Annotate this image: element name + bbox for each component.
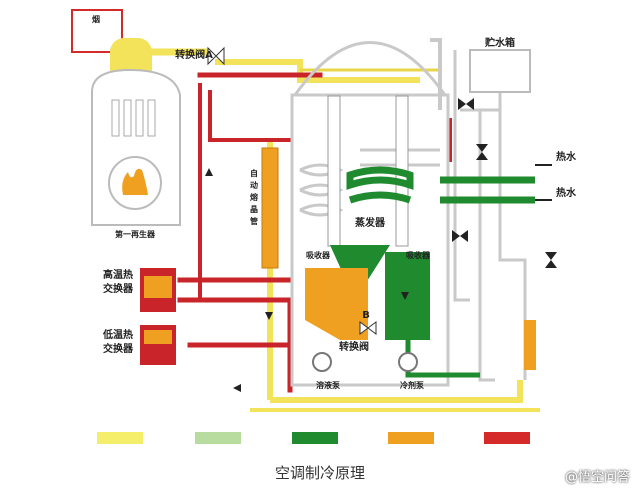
legend-swatch	[292, 432, 338, 444]
valve-b-letter: B	[362, 310, 370, 321]
hot-water-label-2: 热水	[556, 186, 577, 199]
legend-swatch	[484, 432, 530, 444]
right-valves	[452, 98, 557, 268]
auto-valve-char-2: 动	[250, 180, 258, 190]
auto-valve-char-1: 自	[250, 168, 258, 178]
valve-a: 转换阀A	[175, 46, 225, 66]
low-temp-heat-exchanger: 低温热 交换器	[102, 325, 176, 365]
flow-arrows	[205, 168, 409, 392]
low-temp-hx-label-1: 低温热	[102, 328, 133, 341]
absorption-chiller-diagram: 烟 第一再生器 高温热 交换器	[71, 9, 577, 444]
refrigerant-pump: 冷剂泵	[398, 352, 424, 390]
legend	[97, 432, 530, 444]
solution-pump-label: 溶液泵	[316, 380, 340, 390]
high-temp-hx-label-2: 交换器	[103, 282, 134, 295]
flue-box-label: 烟	[92, 14, 100, 24]
watermark: @悟空问答	[564, 470, 630, 485]
high-temp-heat-exchanger: 高温热 交换器	[103, 268, 176, 312]
flue-box: 烟	[71, 9, 123, 53]
hot-water-label-1: 热水	[556, 150, 577, 163]
auto-valve-char-5: 管	[250, 216, 258, 226]
orange-column	[524, 320, 536, 370]
absorber-left-label: 吸收器	[306, 250, 331, 260]
valve-b-label: 转换阀	[339, 340, 369, 353]
low-temp-hx-label-2: 交换器	[103, 342, 134, 355]
first-generator: 第一再生器	[91, 68, 181, 239]
caption: 空调制冷原理	[274, 464, 365, 482]
auto-decrystallizer-pipe: 自 动 熔 晶 管	[250, 147, 279, 269]
evaporator-label: 蒸发器	[355, 216, 386, 229]
legend-swatch	[195, 432, 241, 444]
hot-water-tank: 贮水箱	[469, 36, 531, 93]
hot-water-tank-label: 贮水箱	[484, 36, 515, 49]
auto-valve-char-4: 晶	[250, 204, 258, 214]
flame-icon	[122, 168, 148, 195]
valve-b: B 转换阀	[339, 310, 377, 353]
legend-swatch	[97, 432, 143, 444]
high-temp-hx-label-1: 高温热	[103, 268, 133, 281]
solution-pump: 溶液泵	[312, 352, 340, 390]
refrigerant-pump-label: 冷剂泵	[400, 380, 424, 390]
auto-valve-char-3: 熔	[250, 192, 259, 202]
absorber-right-label: 吸收器	[406, 250, 431, 260]
absorber-left: 吸收器 吸收器	[305, 250, 431, 340]
valve-a-label: 转换阀A	[175, 48, 213, 61]
generator-label: 第一再生器	[115, 229, 156, 239]
legend-swatch	[388, 432, 434, 444]
